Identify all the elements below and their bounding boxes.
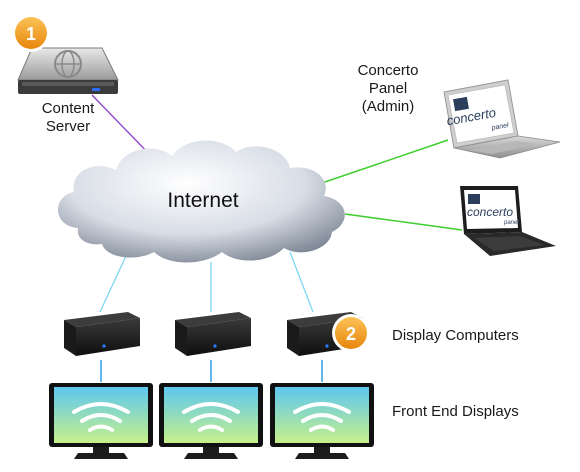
concerto-panel-label-line2: Panel xyxy=(368,80,408,97)
panel-to-internet-link xyxy=(321,139,449,184)
badge-2: 2 xyxy=(332,314,370,352)
display-computers-label: Display Computers xyxy=(392,327,519,344)
laptop-icon: concerto panel xyxy=(460,186,556,256)
front-end-display-2 xyxy=(159,383,263,459)
svg-text:2: 2 xyxy=(346,324,356,344)
content-server-label-line1: Content xyxy=(41,100,95,117)
display-computer-2 xyxy=(175,312,251,356)
svg-text:1: 1 xyxy=(26,24,36,44)
concerto-panel-label-line1: Concerto xyxy=(357,62,419,79)
panel-brand-text: panel xyxy=(490,122,510,132)
admin-laptop-icon: concerto panel xyxy=(443,79,561,159)
internet-label: Internet xyxy=(167,189,238,212)
content-server-label-line2: Server xyxy=(45,118,91,135)
content-server-icon xyxy=(17,47,119,94)
badge-1: 1 xyxy=(12,14,50,52)
content-server-label: Content Server xyxy=(28,100,108,136)
internet-cloud: Internet xyxy=(57,140,345,263)
front-end-display-1 xyxy=(49,383,153,459)
display-computer-1 xyxy=(64,312,140,356)
concerto-panel-label: Concerto Panel (Admin) xyxy=(343,62,433,116)
internet-to-display-computer-1-link xyxy=(99,255,127,313)
panel-brand-text-2: panel xyxy=(503,220,519,226)
front-end-displays-label: Front End Displays xyxy=(392,403,519,420)
front-end-display-3 xyxy=(270,383,374,459)
internet-to-display-computer-3-link xyxy=(289,251,314,313)
concerto-brand-text-2: concerto xyxy=(467,205,513,219)
concerto-panel-label-line3: (Admin) xyxy=(361,98,415,115)
laptop-to-internet-link xyxy=(344,213,463,231)
